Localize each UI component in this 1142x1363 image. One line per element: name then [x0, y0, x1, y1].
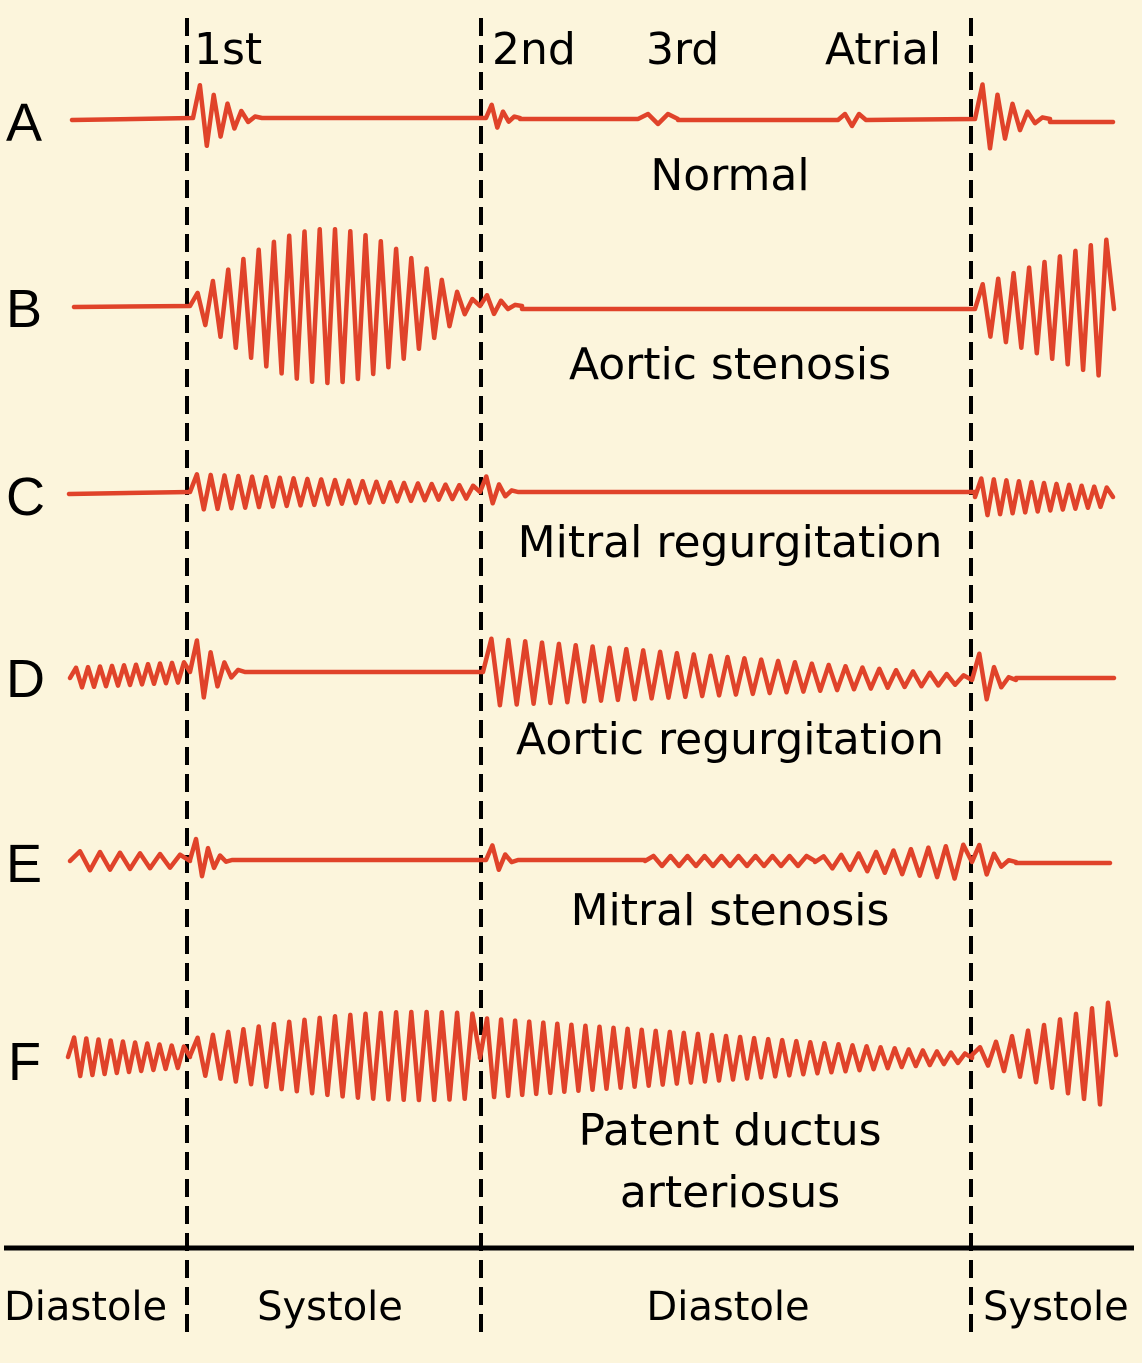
condition-name-a: Normal — [650, 150, 809, 201]
row-letter-e: E — [6, 834, 42, 894]
condition-name-e: Mitral stenosis — [571, 885, 890, 936]
sound-label-first: 1st — [194, 24, 262, 75]
waveform-aortic-regurgitation — [67, 636, 1117, 708]
waveform-mitral-stenosis — [67, 836, 1113, 881]
phase-label-systole-1: Systole — [257, 1284, 403, 1330]
waveform-aortic-stenosis — [71, 226, 1117, 386]
sound-label-third: 3rd — [646, 24, 719, 75]
condition-names: Normal Aortic stenosis Mitral regurgitat… — [516, 150, 944, 1218]
phase-labels: Diastole Systole Diastole Systole — [4, 1284, 1129, 1330]
waveform-normal — [69, 82, 1116, 151]
sound-label-second: 2nd — [492, 24, 576, 75]
row-letter-b: B — [6, 279, 42, 339]
waveform-patent-ductus-arteriosus — [65, 1000, 1119, 1107]
row-letters: A B C D E F — [6, 93, 45, 1092]
row-letter-d: D — [6, 649, 45, 709]
condition-name-d: Aortic regurgitation — [516, 714, 944, 765]
sound-label-atrial: Atrial — [825, 24, 941, 75]
condition-name-b: Aortic stenosis — [569, 339, 891, 390]
phase-label-systole-2: Systole — [983, 1284, 1129, 1330]
condition-name-f-line-1: Patent ductus — [578, 1105, 881, 1156]
phase-label-diastole-1: Diastole — [4, 1284, 167, 1330]
row-letter-a: A — [6, 93, 42, 153]
condition-name-c: Mitral regurgitation — [518, 517, 943, 568]
row-letter-c: C — [6, 467, 45, 527]
waveform-mitral-regurgitation — [66, 472, 1116, 518]
condition-name-f-line-2: arteriosus — [620, 1167, 840, 1218]
phase-label-diastole-2: Diastole — [646, 1284, 809, 1330]
sound-labels: 1st 2nd 3rd Atrial — [194, 24, 941, 75]
row-letter-f: F — [8, 1032, 41, 1092]
waveforms — [65, 82, 1119, 1107]
